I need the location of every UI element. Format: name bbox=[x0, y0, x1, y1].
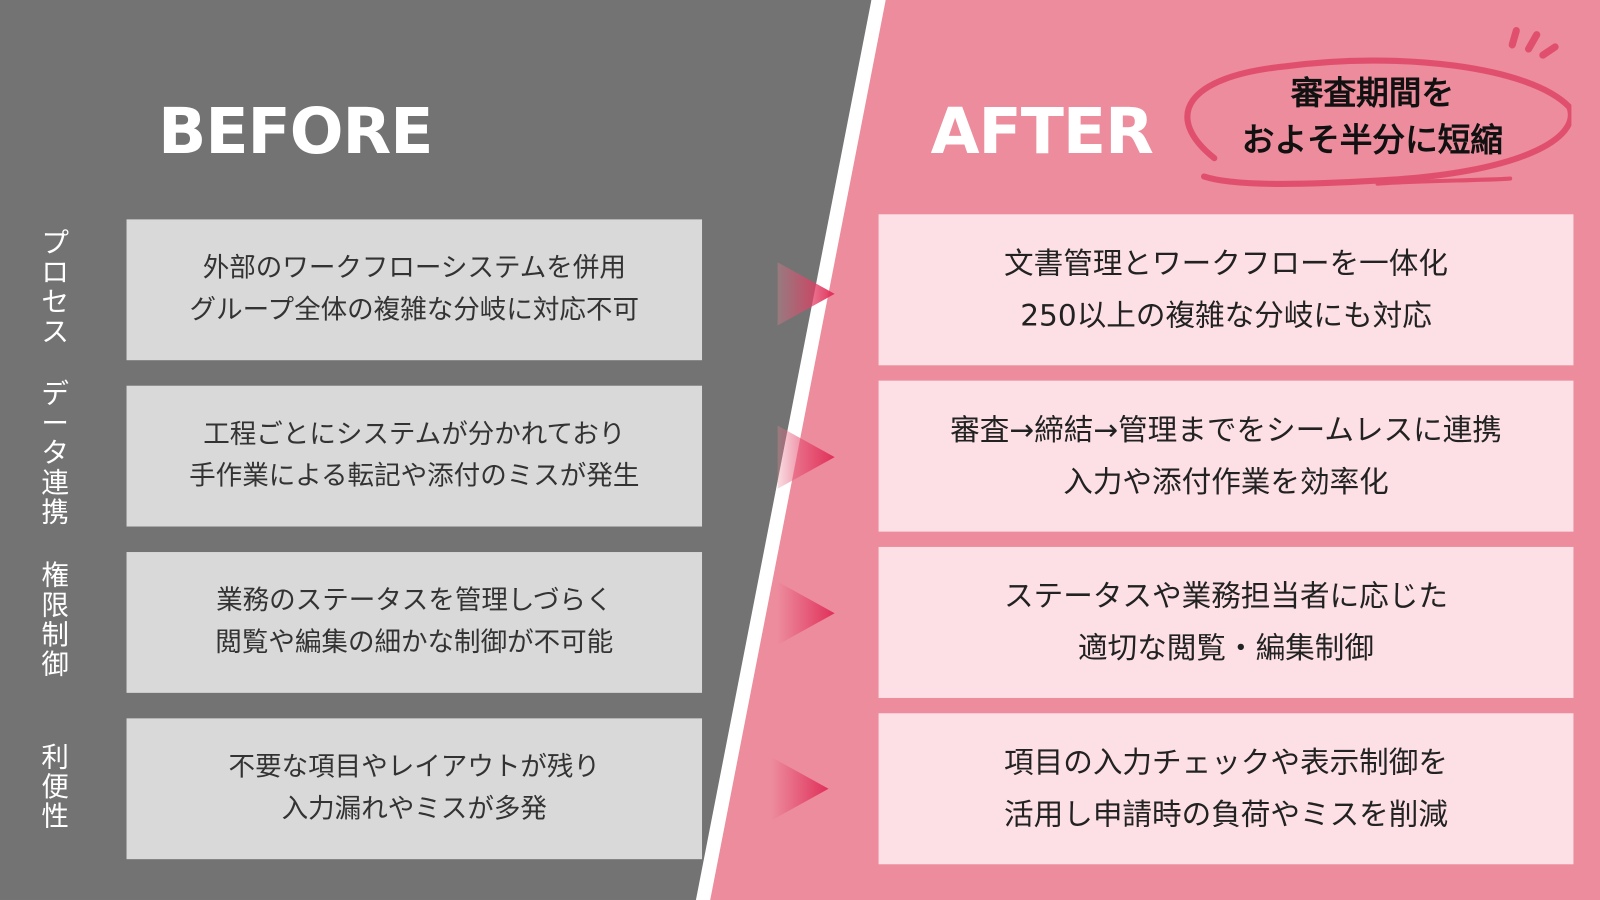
category-data-link: データ連携 bbox=[41, 378, 69, 529]
category-permission: 権限制御 bbox=[41, 560, 69, 681]
before-heading: BEFORE bbox=[158, 93, 433, 169]
after-item: 項目の入力チェックや表示制御を 活用し申請時の負荷やミスを削減 bbox=[878, 713, 1574, 865]
category-usability: 利便性 bbox=[41, 741, 69, 833]
after-item: 審査→締結→管理までをシームレスに連携 入力や添付作業を効率化 bbox=[878, 380, 1574, 532]
before-item: 外部のワークフローシステムを併用 グループ全体の複雑な分岐に対応不可 bbox=[126, 219, 703, 361]
before-item: 業務のステータスを管理しづらく 閲覧や編集の細かな制御が不可能 bbox=[126, 552, 703, 693]
after-item: ステータスや業務担当者に応じた 適切な閲覧・編集制御 bbox=[878, 546, 1574, 698]
emphasis-marks-icon bbox=[1508, 27, 1559, 59]
badge-text: 審査期間を およそ半分に短縮 bbox=[1241, 73, 1504, 160]
after-item: 文書管理とワークフローを一体化 250以上の複雑な分岐にも対応 bbox=[878, 214, 1574, 366]
category-process: プロセス bbox=[41, 227, 69, 348]
badge-ellipse-icon bbox=[1184, 57, 1572, 187]
after-heading: AFTER bbox=[930, 93, 1154, 169]
before-item: 不要な項目やレイアウトが残り 入力漏れやミスが多発 bbox=[126, 718, 703, 860]
before-item: 工程ごとにシステムが分かれており 手作業による転記や添付のミスが発生 bbox=[126, 385, 703, 527]
